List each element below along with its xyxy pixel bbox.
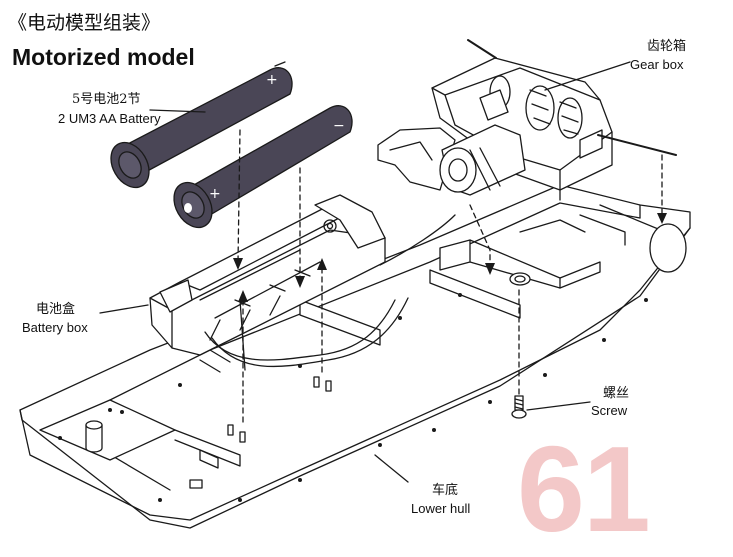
lower-hull-label-chinese: 车底 [432, 483, 459, 498]
screw [511, 395, 591, 419]
battery-label-chinese: 5号电池2节 [72, 92, 141, 107]
screw-label: Screw [591, 403, 628, 418]
battery-label: 2 UM3 AA Battery [58, 111, 161, 126]
battery-box-label-chinese: 电池盒 [36, 302, 76, 317]
step-number: 61 [517, 421, 651, 557]
screw-label-chinese: 螺丝 [603, 386, 630, 401]
battery-left [110, 61, 293, 189]
page-title-chinese: 《电动模型组装》 [8, 12, 161, 34]
battery-plus-right: + [209, 186, 221, 202]
gearbox-label: Gear box [630, 57, 684, 72]
battery-plus-left: + [266, 72, 278, 88]
battery-minus-right: − [333, 118, 345, 134]
guide-arrowheads [233, 213, 667, 302]
lower-hull-label: Lower hull [411, 501, 471, 516]
battery-box-label: Battery box [22, 320, 88, 335]
page-title: Motorized model [12, 44, 195, 70]
assembly-guides [237, 129, 663, 426]
instruction-sheet: 61 [8, 12, 691, 550]
battery-box [99, 194, 456, 373]
assembly-diagram: + − + [19, 39, 691, 529]
gearbox-label-chinese: 齿轮箱 [647, 39, 687, 54]
gear-box [377, 39, 677, 196]
battery-right [173, 105, 353, 229]
